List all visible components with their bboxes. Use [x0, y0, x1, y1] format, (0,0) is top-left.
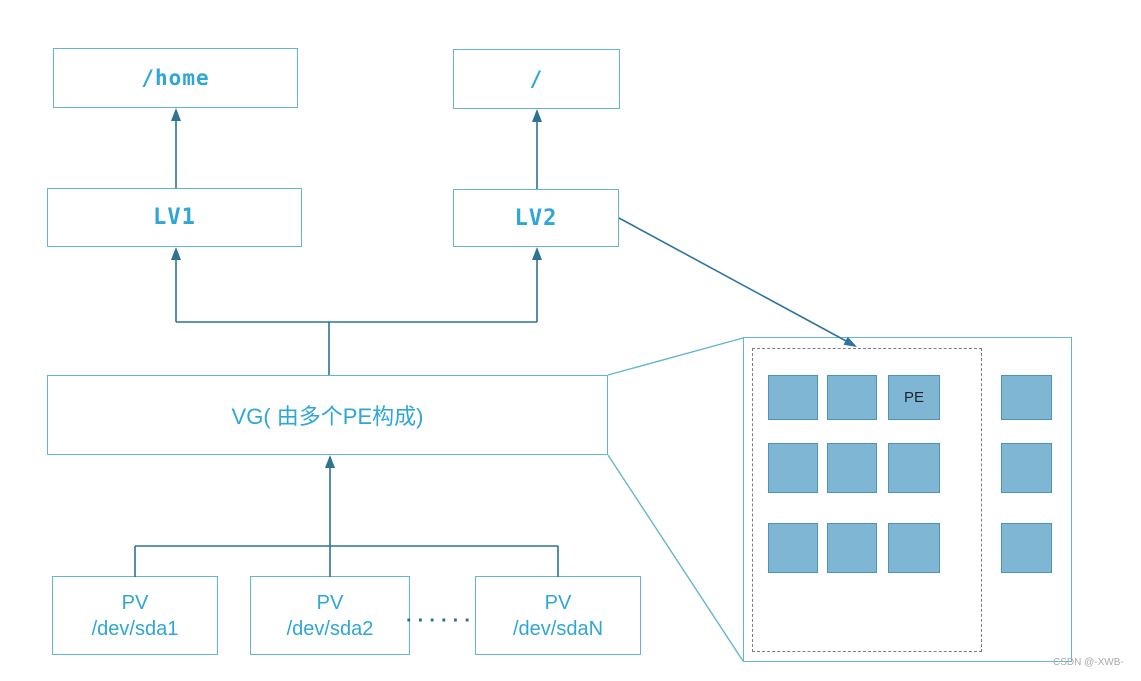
arrowhead-root [532, 109, 542, 122]
node-home-label: /home [141, 66, 210, 90]
watermark: CSDN @-XWB- [1053, 657, 1124, 668]
node-pv3-label: PV /dev/sdaN [513, 590, 603, 642]
arrow-lv2-to-pe [618, 217, 857, 347]
arrowhead-lv2 [532, 247, 542, 260]
pe-square-labeled: PE [888, 375, 940, 420]
ellipsis-dots: ······ [406, 610, 476, 632]
pe-dashed-group [752, 348, 982, 652]
arrow-lv2-to-pe-line [618, 217, 849, 343]
pe-square [827, 375, 877, 420]
node-lv1: LV1 [47, 188, 302, 247]
arrowhead-home [171, 108, 181, 121]
arrowhead-lv1 [171, 247, 181, 260]
node-pv1: PV /dev/sda1 [52, 576, 218, 655]
magnify-cone-top-line [607, 337, 744, 376]
pv2-line1: PV [316, 591, 344, 614]
pe-square [1001, 443, 1052, 493]
node-lv1-label: LV1 [153, 205, 196, 230]
pv1-line1: PV [121, 591, 149, 614]
arrowhead-vg [325, 455, 335, 468]
pe-square [827, 443, 877, 493]
node-root: / [453, 49, 620, 109]
node-vg-label: VG( 由多个PE构成) [231, 404, 424, 429]
node-pv2-label: PV /dev/sda2 [287, 590, 374, 642]
pv1-line2: /dev/sda1 [91, 617, 179, 640]
node-pv2: PV /dev/sda2 [250, 576, 410, 655]
pv3-line2: /dev/sdaN [512, 617, 604, 640]
node-pv1-label: PV /dev/sda1 [92, 590, 179, 642]
pe-square [768, 443, 818, 493]
node-home: /home [53, 48, 298, 108]
node-lv2: LV2 [453, 189, 619, 247]
pe-square [888, 523, 940, 573]
pv2-line2: /dev/sda2 [286, 617, 374, 640]
pe-square [888, 443, 940, 493]
node-pv3: PV /dev/sdaN [475, 576, 641, 655]
node-lv2-label: LV2 [514, 205, 558, 231]
pe-square [827, 523, 877, 573]
pe-square [768, 375, 818, 420]
connector-lines [134, 118, 559, 577]
pe-label: PE [903, 389, 924, 406]
pv3-line1: PV [544, 591, 572, 614]
node-root-label: / [529, 67, 544, 91]
pe-square [1001, 523, 1052, 573]
pe-square [1001, 375, 1052, 420]
pe-square [768, 523, 818, 573]
node-vg: VG( 由多个PE构成) [47, 375, 608, 455]
